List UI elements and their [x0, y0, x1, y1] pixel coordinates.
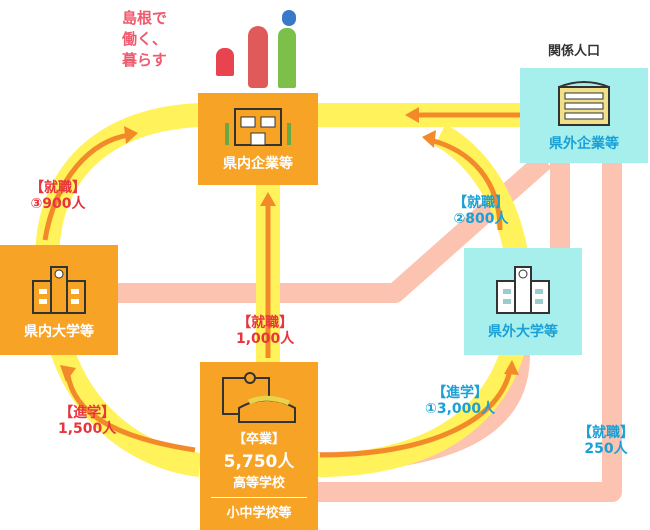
tagline-line: 暮らす [122, 51, 167, 69]
graduation-count: 5,750人 [223, 452, 295, 472]
node-high-school: 【卒業】 5,750人 高等学校 小中学校等 [200, 362, 318, 530]
flow-label-pref-univ-to-company: 【就職】③900人 [30, 180, 86, 212]
flow-value: ③900人 [30, 196, 86, 212]
office-building-icon [558, 81, 610, 126]
flow-label-school-to-out-univ: 【進学】①3,000人 [425, 385, 495, 417]
node-pref-university: 県内大学等 [0, 245, 118, 355]
arrow-900 [42, 132, 131, 241]
flow-label-school-to-out-company: 【就職】250人 [578, 425, 634, 457]
university-building-icon [496, 266, 550, 314]
school-building-icon [222, 372, 296, 423]
flow-tag: 【就職】 [578, 425, 634, 441]
high-school-label: 高等学校 [232, 476, 285, 491]
tagline-line: 島根で [122, 9, 168, 27]
arrow-1500 [65, 374, 196, 453]
tagline: 島根で 働く、 暮らす [122, 8, 167, 71]
tagline-line: 働く、 [122, 30, 168, 48]
university-building-icon [32, 266, 86, 314]
flow-value: 1,000人 [236, 331, 295, 347]
flow-label-out-univ-to-company: 【就職】②800人 [453, 195, 509, 227]
flow-value: ①3,000人 [425, 401, 496, 417]
out-company-label: 県外企業等 [549, 136, 619, 152]
flow-label-school-to-pref-univ: 【進学】1,500人 [58, 405, 116, 437]
arrow-800 [429, 137, 503, 231]
pref-university-label: 県内大学等 [24, 324, 94, 340]
family-illustration [212, 6, 308, 90]
flow-tag: 【就職】 [453, 195, 509, 211]
arrowheads [60, 107, 519, 382]
pink-band-right [318, 160, 622, 502]
flow-tag: 【進学】 [59, 405, 116, 421]
flow-value: ②800人 [453, 211, 509, 227]
office-building-icon [225, 108, 291, 146]
flow-tag: 【進学】 [432, 385, 489, 401]
node-pref-company: 県内企業等 [198, 93, 318, 185]
flow-label-school-to-company: 【就職】1,000人 [236, 315, 294, 347]
node-out-company: 県外企業等 [520, 68, 648, 163]
graduation-tag: 【卒業】 [232, 432, 285, 447]
flow-tag: 【就職】 [237, 315, 294, 331]
elementary-school-label: 小中学校等 [211, 497, 307, 521]
node-out-university: 県外大学等 [464, 248, 582, 355]
arrows [42, 112, 520, 458]
flow-value: 250人 [584, 441, 628, 457]
flow-value: 1,500人 [58, 421, 117, 437]
related-population-label: 関係人口 [548, 44, 601, 59]
pref-company-label: 県内企業等 [223, 156, 293, 172]
out-university-label: 県外大学等 [488, 324, 558, 340]
arrow-3000 [319, 369, 513, 458]
flow-tag: 【就職】 [30, 180, 86, 196]
